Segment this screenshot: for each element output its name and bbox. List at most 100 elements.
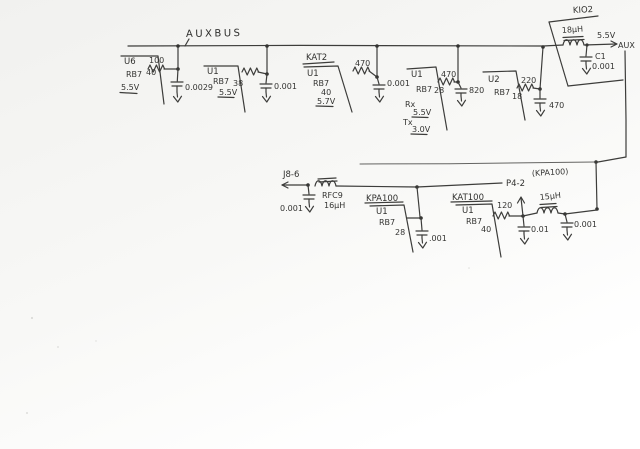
lower-wire-2: [416, 182, 503, 188]
kat100-cap2-stem: [564, 213, 568, 223]
smudge-dot: [468, 267, 470, 269]
kpa100-ref: U1: [376, 207, 388, 217]
aux-jog-wire: [597, 156, 627, 163]
u1a-voltage: 5.5V: [219, 88, 238, 97]
module-kio2: KIO2 18µH 5.5V AUX C1 0.001: [542, 5, 635, 87]
rfc9-label: RFC9: [322, 191, 343, 200]
kat100-box-outline: [455, 203, 502, 258]
kio2-inductor-value: 18µH: [562, 25, 584, 35]
u1a-voltage-underline: [217, 96, 235, 99]
aux-arrow-icon: [610, 40, 618, 48]
smudge-dot: [26, 412, 28, 414]
kio2-in-wire: [542, 44, 564, 47]
kat2-cap-stem: [376, 76, 380, 85]
kio2-cap-stem: [585, 44, 588, 57]
auxbus-wire: [127, 44, 544, 47]
u1a-part: RB7: [213, 77, 229, 86]
u1b-tx-underline: [410, 133, 428, 136]
auxbus-label-tick: [184, 38, 190, 47]
u1b-bus-junction: [456, 44, 460, 48]
aux-drop-wire: [595, 161, 598, 210]
kat100-pin: 40: [481, 225, 491, 234]
kat2-part: RB7: [313, 79, 329, 88]
module-kat100: KAT100 U1 RB7 40 120 0.01 15µH 0.001: [450, 191, 598, 258]
kio2-box-top: [548, 15, 599, 23]
p4-2-up-arrow-icon: [516, 196, 526, 204]
block-u1b: U1 RB7 28 Rx 5.5V Tx 3.0V 470 820: [402, 44, 484, 136]
u1a-pin: 38: [233, 79, 243, 88]
kat100-resistor-value: 120: [497, 201, 512, 210]
kpa100-drop-wire: [416, 186, 421, 218]
kio2-cap-value: 0.001: [592, 62, 615, 71]
u6-ref: U6: [124, 57, 136, 67]
u2-box-outline: [482, 70, 526, 121]
kat2-box-outline: [303, 65, 353, 113]
smudge-dot: [30, 316, 34, 320]
p4-2-note: (KPA100): [532, 167, 569, 178]
block-kat2: KAT2 U1 RB7 40 5.7V 470 0.001: [302, 44, 410, 113]
j8-6-label: J8-6: [282, 170, 299, 180]
lower-line-section: J8-6 0.001 RFC9 16µH P4-2 (KPA100): [280, 167, 569, 213]
kio2-box-bottom: [567, 79, 624, 87]
kio2-label: KIO2: [573, 5, 594, 16]
u6-resistor-value: 100: [149, 56, 164, 65]
block-u6: U6 RB7 40 5.5V 100 0.0029: [119, 44, 213, 105]
kpa100-label-underline: [364, 201, 404, 204]
kat100-cap1-value: 0.01: [531, 225, 549, 234]
kpa100-pin: 28: [395, 228, 405, 237]
block-u2: U2 RB7 18 220 470: [482, 45, 564, 121]
auxbus-label: AUXBUS: [186, 28, 243, 40]
auxbus-section: AUXBUS: [127, 28, 544, 47]
u2-pin: 18: [512, 92, 522, 101]
kat100-inductor-core: [539, 202, 558, 209]
u1a-ref: U1: [207, 67, 219, 77]
kat100-inductor-value: 15µH: [539, 191, 561, 202]
kat2-voltage-underline: [315, 105, 334, 108]
lower-wire-1: [335, 185, 418, 188]
smudge-dot: [57, 346, 59, 348]
u2-cap-value: 470: [549, 101, 564, 110]
scan-smudges: [26, 267, 470, 414]
kat100-wire2: [522, 212, 538, 217]
u1b-cap-value: 820: [469, 86, 484, 95]
u2-ref: U2: [488, 75, 500, 85]
kat2-voltage: 5.7V: [317, 97, 336, 106]
u1a-cap-stem: [265, 73, 268, 84]
u1a-box-outline: [203, 65, 246, 113]
u6-voltage-underline: [119, 91, 138, 95]
u1b-tx-label: Tx: [402, 118, 413, 127]
kpa100-box-outline: [369, 204, 414, 253]
smudge-dot: [95, 340, 97, 342]
kat2-bus-junction: [375, 44, 379, 48]
kat100-ref: U1: [462, 206, 474, 216]
kat2-cap-value: 0.001: [387, 79, 410, 88]
u1b-cap-stem: [457, 81, 462, 89]
u2-part: RB7: [494, 88, 510, 97]
mid-horizontal-wire: [359, 161, 596, 165]
p4-2-label: P4-2: [506, 179, 525, 189]
module-kpa100: KPA100 U1 RB7 28 .001: [364, 186, 447, 253]
kat100-cap1-stem: [522, 215, 525, 227]
u1b-ref: U1: [411, 70, 423, 80]
u6-bus-junction: [176, 44, 180, 48]
u1b-part: RB7: [416, 85, 432, 94]
u2-bus-drop-wire: [539, 46, 544, 90]
kat2-label-underline: [302, 61, 335, 65]
u1a-cap-value: 0.001: [274, 82, 297, 91]
kpa100-cap-value: .001: [429, 234, 447, 243]
kat100-label-underline: [450, 200, 493, 203]
u1a-bus-junction: [265, 44, 269, 48]
u6-part: RB7: [126, 70, 142, 79]
kio2-out-label: AUX: [618, 41, 635, 50]
u1b-tx-voltage: 3.0V: [412, 125, 431, 134]
kio2-out-voltage: 5.5V: [597, 31, 616, 40]
u6-cap-stem: [176, 68, 179, 82]
kio2-out-wire: [583, 43, 617, 46]
u1b-rx-label: Rx: [405, 100, 416, 109]
p4-2-up-wire: [520, 197, 524, 217]
u1b-pin: 28: [434, 86, 444, 95]
u2-resistor-value: 220: [521, 76, 536, 85]
